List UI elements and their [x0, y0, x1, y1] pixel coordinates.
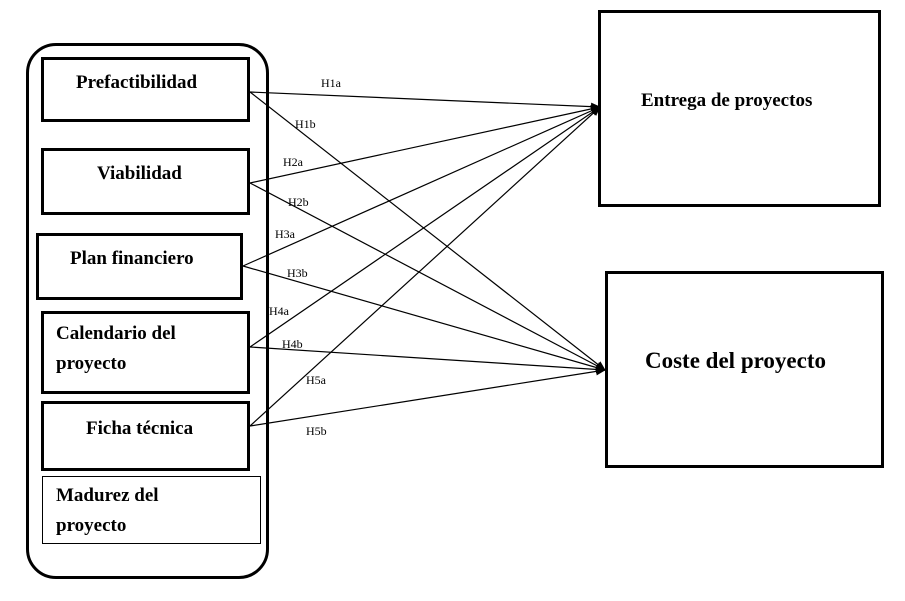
arrow-h5a: [249, 106, 601, 427]
factor-label-plan-financiero: Plan financiero: [70, 248, 194, 269]
hypothesis-label-h1a: H1a: [321, 76, 341, 90]
hypothesis-label-h2b: H2b: [288, 195, 309, 209]
factor-label-viabilidad: Viabilidad: [97, 163, 182, 184]
hypothesis-label-h5a: H5a: [306, 373, 326, 387]
arrow-h2b: [249, 182, 606, 371]
factor-label-calendario: Calendario del proyecto: [56, 323, 176, 374]
arrow-h1b: [249, 91, 606, 371]
arrow-h5b: [249, 367, 606, 427]
hypothesis-label-h4a: H4a: [269, 304, 289, 318]
hypothesis-label-h2a: H2a: [283, 155, 303, 169]
factor-box-calendario: Calendario del proyecto: [41, 311, 250, 394]
outcome-label-coste: Coste del proyecto: [645, 348, 826, 373]
outcome-label-entrega: Entrega de proyectos: [641, 90, 813, 111]
hypothesis-label-h4b: H4b: [282, 337, 303, 351]
hypothesis-label-h1b: H1b: [295, 117, 316, 131]
maturity-group-label-box: Madurez del proyecto: [42, 476, 261, 544]
maturity-group-container: [26, 43, 269, 579]
hypothesis-label-h5b: H5b: [306, 424, 327, 438]
factor-box-viabilidad: Viabilidad: [41, 148, 250, 215]
arrow-h4a: [249, 106, 601, 348]
factor-box-plan-financiero: Plan financiero: [36, 233, 243, 300]
factor-label-ficha-tecnica: Ficha técnica: [86, 418, 194, 439]
outcome-box-coste: Coste del proyecto: [605, 271, 884, 468]
maturity-group-label: Madurez del proyecto: [56, 485, 159, 536]
outcome-box-entrega: Entrega de proyectos: [598, 10, 881, 207]
hypothesis-label-h3b: H3b: [287, 266, 308, 280]
arrow-h4b: [249, 346, 606, 374]
factor-box-ficha-tecnica: Ficha técnica: [41, 401, 250, 471]
factor-box-prefactibilidad: Prefactibilidad: [41, 57, 250, 122]
arrow-h1a: [249, 91, 601, 111]
hypothesis-label-h3a: H3a: [275, 227, 295, 241]
arrow-h3b: [242, 265, 606, 372]
arrow-h2a: [249, 105, 601, 184]
factor-label-prefactibilidad: Prefactibilidad: [76, 72, 198, 93]
arrow-h3a: [242, 106, 601, 267]
